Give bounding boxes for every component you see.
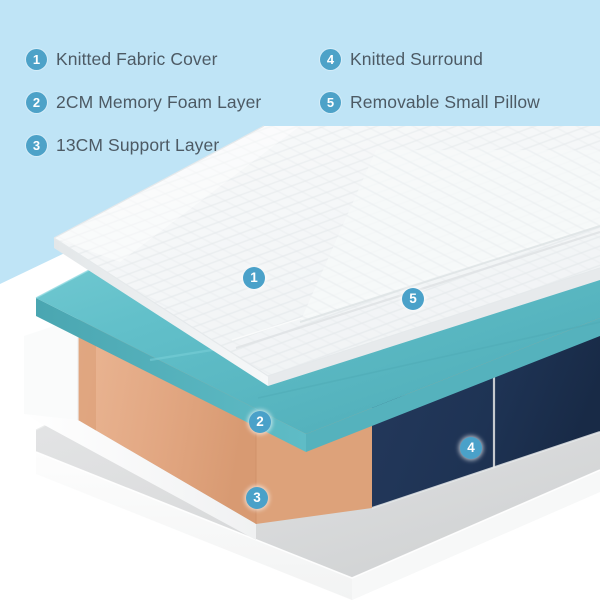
legend-label-2: 2CM Memory Foam Layer — [56, 91, 262, 112]
callout-badge-3[interactable]: 3 — [246, 487, 268, 509]
legend-item-3[interactable]: 3 13CM Support Layer — [26, 132, 261, 158]
legend-item-1[interactable]: 1 Knitted Fabric Cover — [26, 46, 261, 72]
legend-item-4[interactable]: 4 Knitted Surround — [320, 46, 540, 72]
legend-column-right: 4 Knitted Surround 5 Removable Small Pil… — [320, 46, 540, 115]
removable-small-pillow — [299, 150, 600, 323]
legend-label-5: Removable Small Pillow — [350, 91, 540, 112]
legend-item-5[interactable]: 5 Removable Small Pillow — [320, 89, 540, 115]
legend-badge-4: 4 — [320, 48, 341, 70]
legend: 1 Knitted Fabric Cover 2 2CM Memory Foam… — [0, 0, 600, 160]
legend-badge-2: 2 — [26, 91, 47, 113]
callout-badge-5[interactable]: 5 — [402, 288, 424, 310]
callout-badge-1[interactable]: 1 — [243, 267, 265, 289]
legend-badge-1: 1 — [26, 48, 47, 70]
legend-badge-5: 5 — [320, 91, 341, 113]
legend-label-4: Knitted Surround — [350, 48, 483, 69]
legend-badge-3: 3 — [26, 134, 47, 156]
legend-item-2[interactable]: 2 2CM Memory Foam Layer — [26, 89, 261, 115]
legend-label-1: Knitted Fabric Cover — [56, 48, 218, 69]
legend-column-left: 1 Knitted Fabric Cover 2 2CM Memory Foam… — [26, 46, 261, 158]
callout-badge-2[interactable]: 2 — [249, 411, 271, 433]
legend-label-3: 13CM Support Layer — [56, 134, 220, 155]
callout-badge-4[interactable]: 4 — [460, 437, 482, 459]
